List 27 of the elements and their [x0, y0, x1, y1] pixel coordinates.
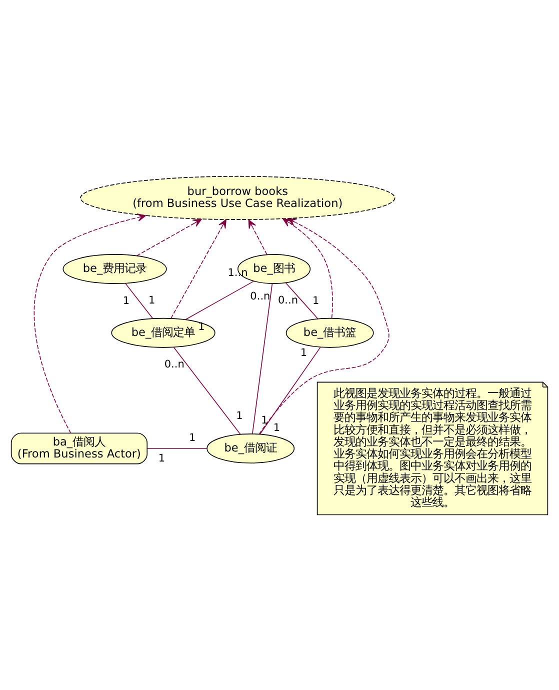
- label: 1: [261, 414, 268, 426]
- node-box: ba_借阅人 (From Business Actor): [10, 432, 148, 464]
- node-ellipse: bur_borrow books (from Business Use Case Realization): [80, 175, 396, 220]
- label: 1: [273, 421, 280, 434]
- connector: [173, 346, 241, 434]
- label: 0..n: [164, 358, 184, 370]
- connector: [252, 282, 273, 434]
- arrow: [34, 213, 146, 433]
- label: 1: [122, 294, 130, 306]
- connector: [124, 282, 154, 318]
- node-ellipse: be_借书篮: [286, 317, 374, 348]
- connector: [185, 280, 254, 320]
- label: 1: [312, 294, 320, 306]
- node-ellipse: be_借阅证: [206, 433, 295, 463]
- label: 1: [158, 452, 166, 464]
- label: 0..n: [278, 294, 298, 306]
- label: 1: [189, 432, 196, 444]
- label: 1: [236, 410, 243, 422]
- connector: [260, 346, 321, 434]
- arrow: [248, 218, 268, 254]
- node-ellipse: be_费用记录: [62, 254, 167, 284]
- label: 1: [300, 346, 308, 359]
- arrow: [136, 218, 202, 256]
- connector: [285, 282, 318, 319]
- arrow: [170, 218, 226, 318]
- label: 1: [148, 294, 156, 306]
- label: 0..n: [250, 290, 270, 302]
